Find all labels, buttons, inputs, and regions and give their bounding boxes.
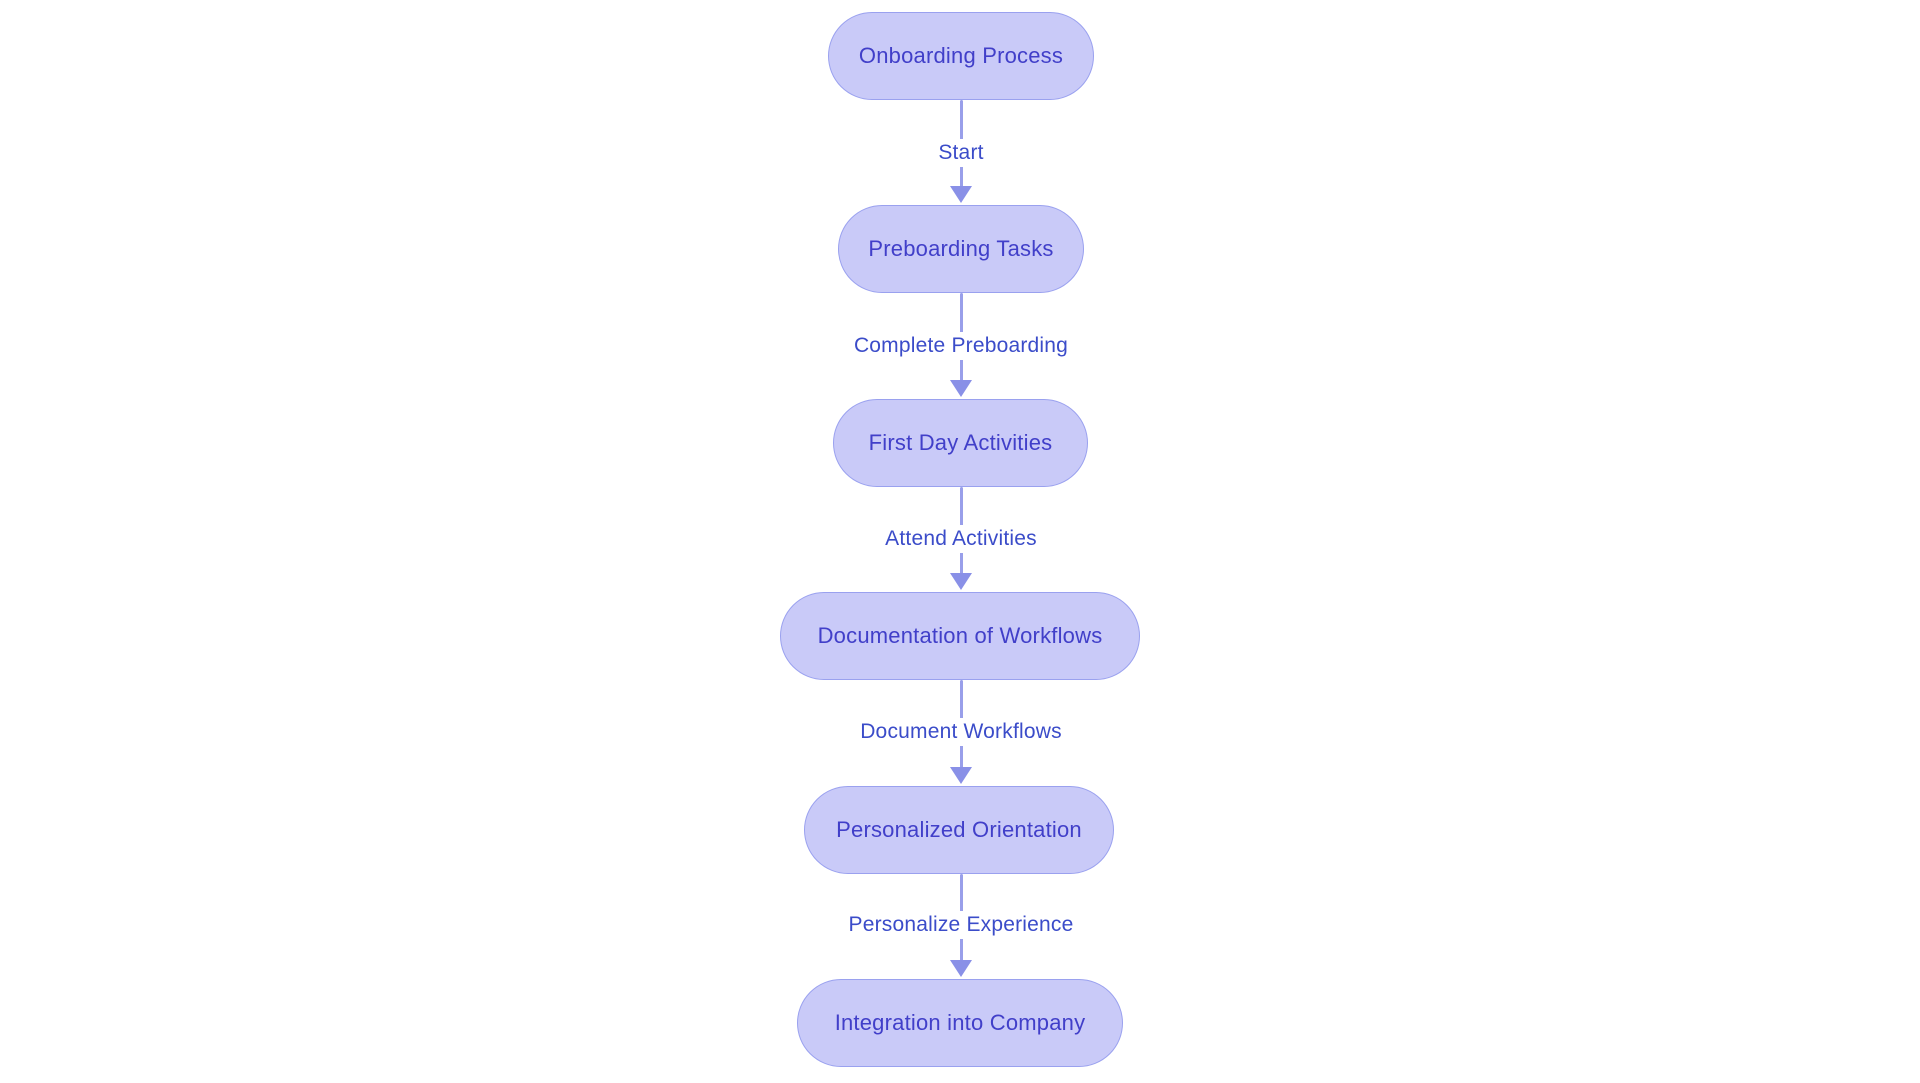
edge-label: Complete Preboarding (843, 332, 1079, 360)
edge-label: Personalize Experience (838, 911, 1084, 939)
node-label: First Day Activities (868, 430, 1053, 455)
edge-label: Attend Activities (875, 525, 1047, 553)
edge-label: Start (928, 139, 994, 167)
arrowhead-down-icon (950, 767, 972, 784)
arrowhead-down-icon (950, 186, 972, 203)
node-onboarding-process: Onboarding Process (828, 12, 1094, 100)
node-first-day-activities: First Day Activities (833, 399, 1088, 487)
node-label: Personalized Orientation (836, 817, 1082, 842)
arrowhead-down-icon (950, 573, 972, 590)
node-preboarding-tasks: Preboarding Tasks (838, 205, 1084, 293)
arrowhead-down-icon (950, 960, 972, 977)
node-personalized-orientation: Personalized Orientation (804, 786, 1114, 874)
node-label: Integration into Company (834, 1010, 1086, 1035)
node-label: Documentation of Workflows (817, 623, 1103, 648)
node-label: Onboarding Process (858, 43, 1064, 68)
arrowhead-down-icon (950, 380, 972, 397)
node-documentation-of-workflows: Documentation of Workflows (780, 592, 1140, 680)
node-integration-into-company: Integration into Company (797, 979, 1123, 1067)
edge-label: Document Workflows (850, 718, 1072, 746)
node-label: Preboarding Tasks (868, 236, 1054, 261)
